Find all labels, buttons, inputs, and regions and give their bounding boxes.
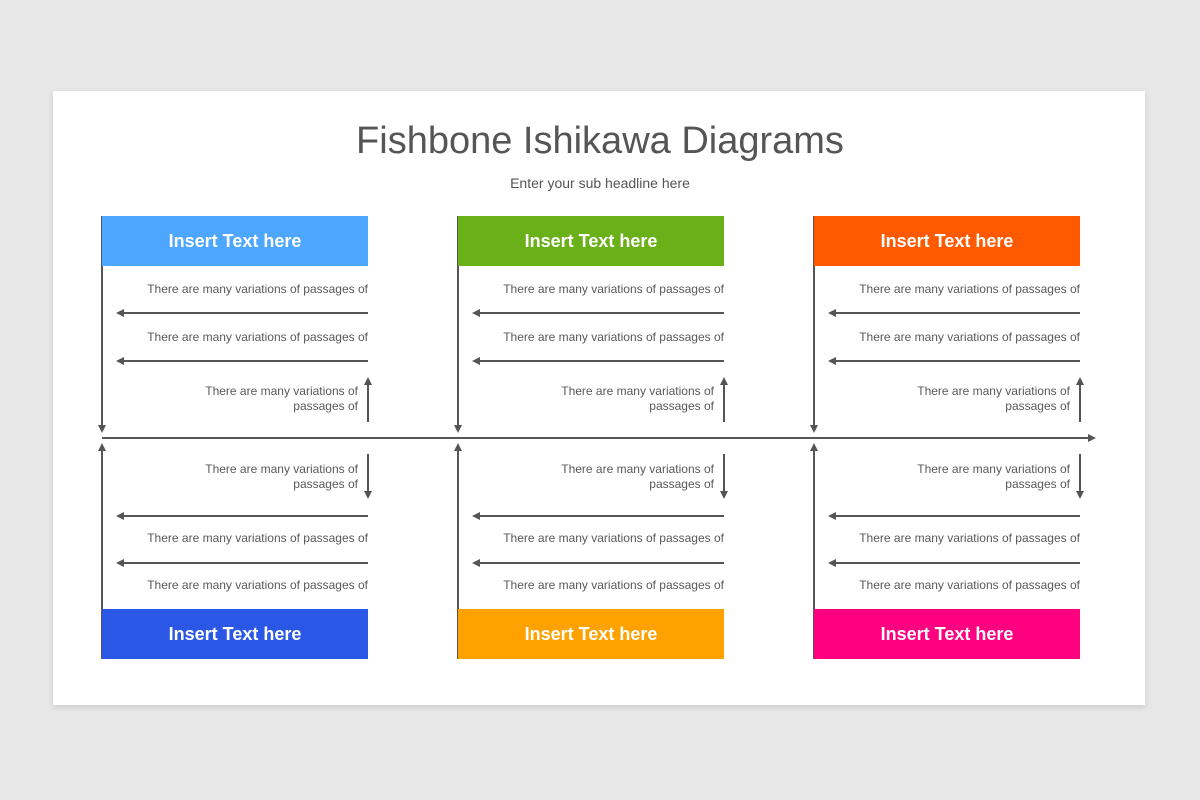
bottom-cause-2-3: There are many variations of passages of (503, 578, 724, 592)
top-cause-1-1: There are many variations of passages of (147, 282, 368, 296)
bottom-cause-1-3: There are many variations of passages of (147, 578, 368, 592)
bottom-cause-2-2: There are many variations of passages of (503, 531, 724, 545)
top-box-2[interactable]: Insert Text here (458, 216, 724, 266)
bottom-cause-3-3: There are many variations of passages of (859, 578, 1080, 592)
bottom-cause-1-1: There are many variations of passages of (205, 462, 358, 491)
page-subtitle: Enter your sub headline here (510, 175, 690, 191)
bottom-box-3[interactable]: Insert Text here (814, 609, 1080, 659)
page-title: Fishbone Ishikawa Diagrams (356, 120, 844, 162)
top-cause-2-1: There are many variations of passages of (503, 282, 724, 296)
bottom-cause-3-1: There are many variations of passages of (917, 462, 1070, 491)
bottom-cause-2-1: There are many variations of passages of (561, 462, 714, 491)
top-cause-2-3: There are many variations of passages of (561, 384, 714, 413)
top-cause-1-2: There are many variations of passages of (147, 330, 368, 344)
top-box-3[interactable]: Insert Text here (814, 216, 1080, 266)
bottom-box-1[interactable]: Insert Text here (102, 609, 368, 659)
top-cause-1-3: There are many variations of passages of (205, 384, 358, 413)
top-cause-2-2: There are many variations of passages of (503, 330, 724, 344)
bottom-cause-1-2: There are many variations of passages of (147, 531, 368, 545)
top-cause-3-2: There are many variations of passages of (859, 330, 1080, 344)
top-cause-3-1: There are many variations of passages of (859, 282, 1080, 296)
slide-canvas (53, 91, 1145, 705)
top-cause-3-3: There are many variations of passages of (917, 384, 1070, 413)
bottom-box-2[interactable]: Insert Text here (458, 609, 724, 659)
top-box-1[interactable]: Insert Text here (102, 216, 368, 266)
bottom-cause-3-2: There are many variations of passages of (859, 531, 1080, 545)
